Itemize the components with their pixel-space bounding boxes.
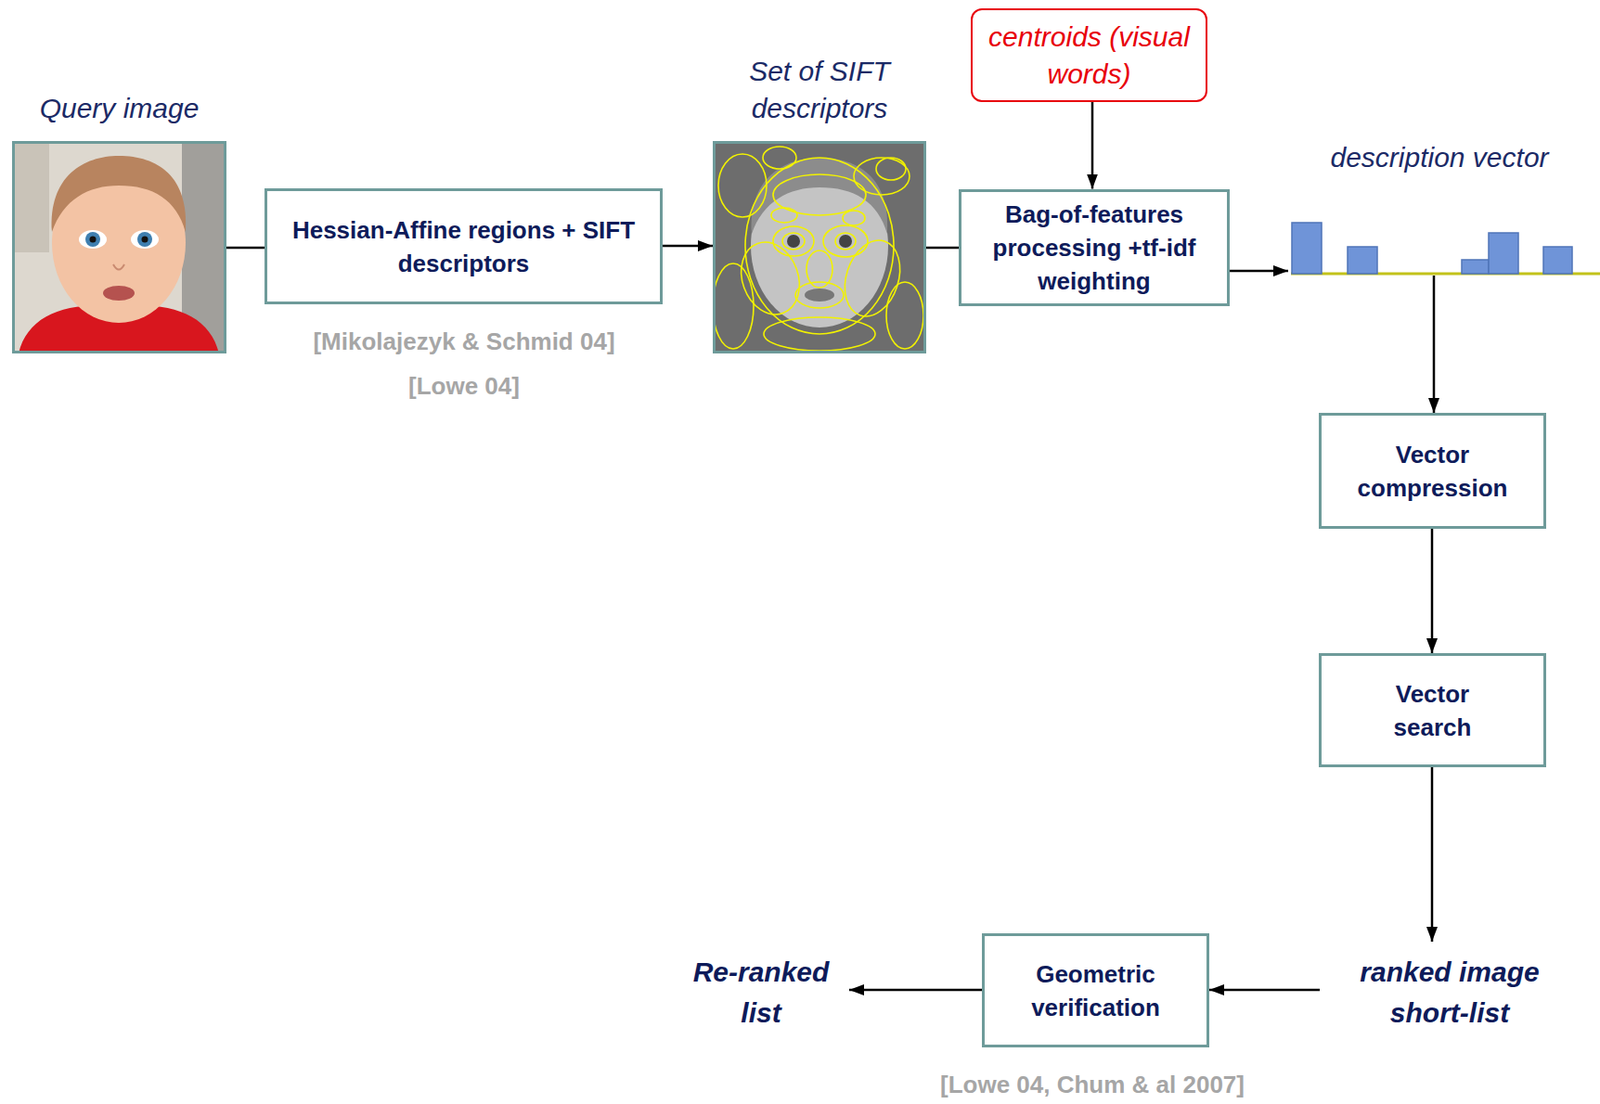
flow-arrow <box>226 246 265 250</box>
codebook-box: centroids (visual words) <box>970 8 1208 103</box>
flow-arrow <box>1432 275 1436 413</box>
node-text: Vector compression <box>1357 438 1509 505</box>
citation: [Lowe 04] <box>408 369 520 403</box>
citation: [Lowe 04, Chum & al 2007] <box>940 1068 1245 1102</box>
node-text: centroids (visual words) <box>980 18 1199 93</box>
process-box: Vector compression <box>1318 412 1547 530</box>
flow-arrow <box>1091 102 1095 190</box>
description-vector: description vector <box>1288 220 1591 276</box>
heading-text: Set of SIFT descriptors <box>703 52 936 128</box>
result-list: Re-ranked list <box>672 941 850 1045</box>
result-list: ranked image short-list <box>1319 941 1580 1045</box>
node-text: ranked image short-list <box>1323 952 1576 1034</box>
histogram <box>1290 222 1600 274</box>
image-heading: Set of SIFT descriptors <box>703 52 936 128</box>
image-heading: Query image <box>26 90 213 128</box>
heading-text: Query image <box>26 90 213 128</box>
flow-arrow <box>926 246 959 250</box>
node-text: Bag-of-features processing +tf-idf weigh… <box>970 197 1218 298</box>
flow-arrow <box>662 245 713 248</box>
heading-text: description vector <box>1329 139 1549 177</box>
flow-arrow <box>1431 529 1434 654</box>
node-text: Hessian-Affine regions + SIFT descriptor… <box>276 213 651 281</box>
flow-arrow <box>1209 989 1320 993</box>
process-box: Bag-of-features processing +tf-idf weigh… <box>958 189 1230 307</box>
process-box: Geometric verification <box>981 933 1210 1048</box>
child-photo <box>12 141 227 354</box>
image-heading: description vector <box>1329 139 1549 177</box>
node-text: Geometric verification <box>1031 957 1161 1025</box>
descriptor-image: Set of SIFT descriptors <box>712 141 927 354</box>
citation: [Mikolajezyk & Schmid 04] <box>312 324 615 359</box>
flow-arrow <box>849 989 982 993</box>
flow-arrow <box>1229 270 1289 273</box>
flow-arrow <box>1431 767 1434 942</box>
node-text: Vector search <box>1393 677 1472 745</box>
node-text: Re-ranked list <box>676 952 846 1034</box>
process-box: Hessian-Affine regions + SIFT descriptor… <box>264 188 663 305</box>
sift-image <box>712 141 927 354</box>
process-box: Vector search <box>1318 653 1547 768</box>
query-image: Query image <box>12 141 227 354</box>
